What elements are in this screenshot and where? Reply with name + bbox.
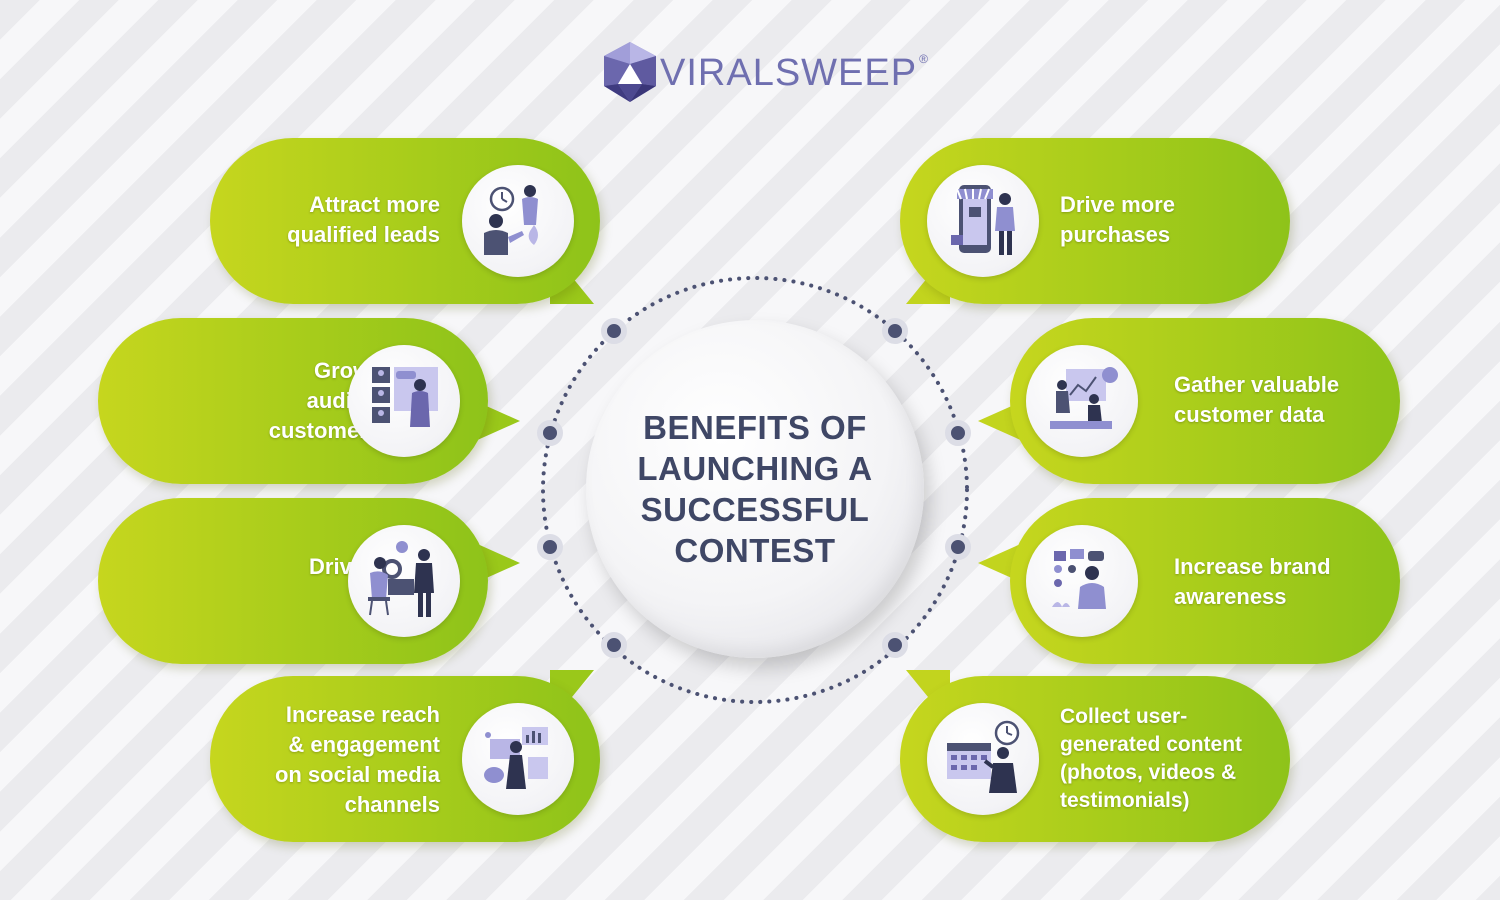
- benefit-grow-audience: Grow your audience & customer base: [98, 318, 520, 484]
- page-title: BENEFITS OF LAUNCHING A SUCCESSFUL CONTE…: [637, 409, 873, 569]
- center-circle: BENEFITS OF LAUNCHING A SUCCESSFUL CONTE…: [586, 320, 924, 658]
- viralsweep-logo: VIRALSWEEP®: [598, 40, 928, 110]
- registered-mark: ®: [919, 52, 929, 66]
- benefit-brand-awareness: Increase brand awareness: [978, 498, 1400, 664]
- benefit-label: Increase reach & engagement on social me…: [274, 702, 440, 817]
- mobile-store-icon: [951, 185, 1015, 255]
- data-dashboard-icon: [1050, 367, 1118, 429]
- social-icons-person-icon: [1052, 549, 1106, 609]
- people-clock-icon: [484, 185, 538, 255]
- benefit-label: Drive more purchases: [1060, 192, 1175, 247]
- laptop-worker-icon: [368, 541, 434, 617]
- benefit-gather-data: Gather valuable customer data: [978, 318, 1400, 484]
- benefit-increase-reach: Increase reach & engagement on social me…: [210, 670, 600, 842]
- benefit-label: Attract more qualified leads: [287, 192, 440, 247]
- social-media-analytics-icon: [484, 727, 548, 789]
- benefit-label: Gather valuable customer data: [1174, 372, 1340, 427]
- calendar-presenter-icon: [947, 720, 1020, 793]
- video-call-audience-icon: [372, 367, 438, 427]
- benefit-label: Increase brand awareness: [1174, 554, 1331, 609]
- benefit-attract-leads: Attract more qualified leads: [210, 138, 600, 304]
- benefit-drive-traffic: Drive more traffic: [98, 498, 520, 664]
- gem-logo-icon: [604, 42, 656, 102]
- benefit-drive-purchases: Drive more purchases: [900, 138, 1290, 304]
- benefit-collect-ugc: Collect user- generated content (photos,…: [900, 670, 1290, 842]
- benefit-label: Collect user- generated content (photos,…: [1060, 705, 1243, 812]
- brand-name: VIRALSWEEP: [660, 52, 918, 94]
